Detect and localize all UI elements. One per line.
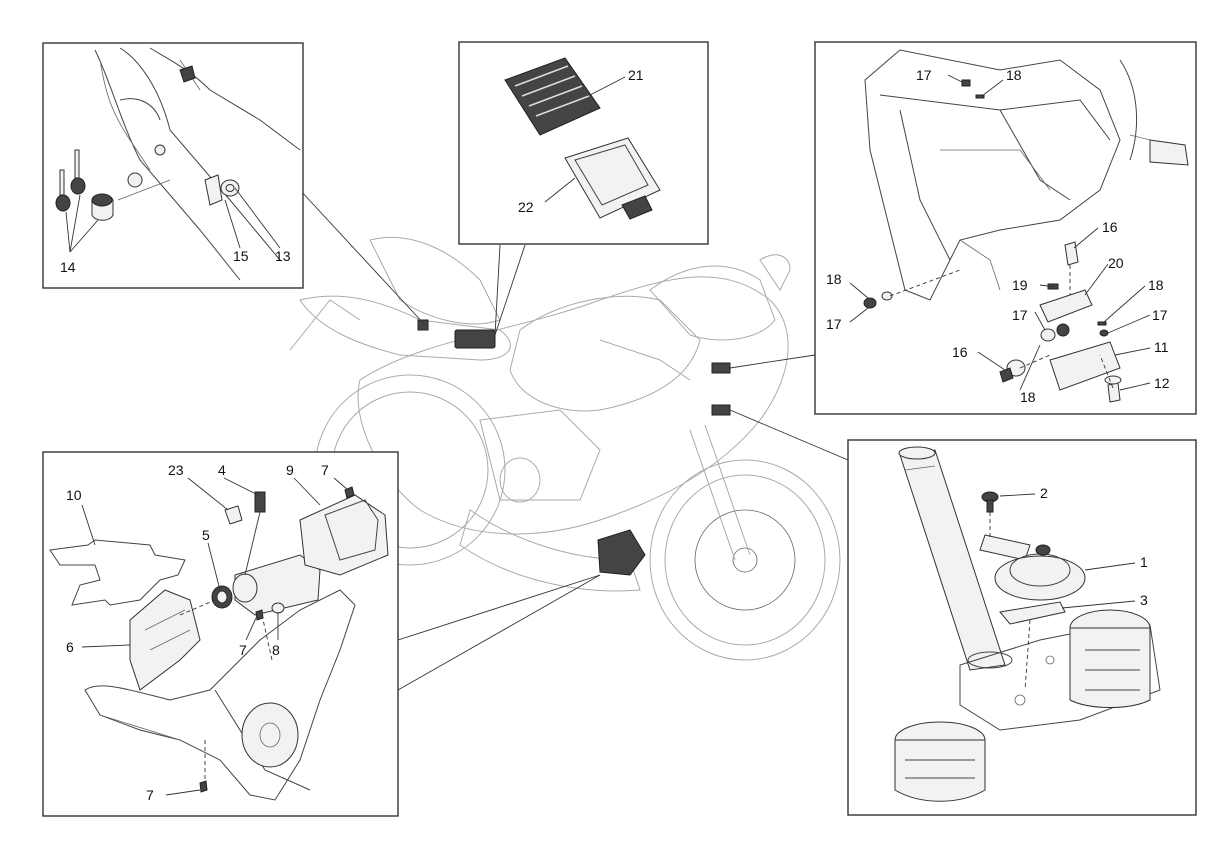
- callout-14: 14: [60, 259, 76, 275]
- callout-9: 9: [286, 462, 294, 478]
- inset-servo-motor: 10 23 4 9 7 5 6 7 8 7: [42, 451, 399, 817]
- inset-horn: 2 1 3: [847, 439, 1197, 816]
- callout-10: 10: [66, 487, 82, 503]
- callout-6: 6: [66, 639, 74, 655]
- callout-3: 3: [1140, 592, 1148, 608]
- callout-21: 21: [628, 67, 644, 83]
- callout-23: 23: [168, 462, 184, 478]
- callout-22: 22: [518, 199, 534, 215]
- callout-7-c: 7: [146, 787, 154, 803]
- callout-17-d: 17: [1012, 307, 1028, 323]
- callout-18-d: 18: [1020, 389, 1036, 405]
- callout-11: 11: [1154, 339, 1169, 355]
- callout-20: 20: [1108, 255, 1124, 271]
- callout-1: 1: [1140, 554, 1148, 570]
- callout-17-c: 17: [826, 316, 842, 332]
- callout-2: 2: [1040, 485, 1048, 501]
- inset-control-unit: 21 22: [458, 41, 709, 245]
- inset-front-bracket: 17 18 16 20 19 18 17 11 12 18 17 17 16 1…: [814, 41, 1197, 415]
- callout-7-a: 7: [321, 462, 329, 478]
- callout-17-a: 17: [916, 67, 932, 83]
- callout-7-b: 7: [239, 642, 247, 658]
- callout-19: 19: [1012, 277, 1028, 293]
- inset-tail-section: 14 15 13: [42, 42, 304, 289]
- callout-15: 15: [233, 248, 249, 264]
- callout-18-b: 18: [1148, 277, 1164, 293]
- callout-17-b: 17: [1152, 307, 1168, 323]
- callout-13: 13: [275, 248, 291, 264]
- callout-16-b: 16: [952, 344, 968, 360]
- callout-5: 5: [202, 527, 210, 543]
- callout-4: 4: [218, 462, 226, 478]
- callout-8: 8: [272, 642, 280, 658]
- callout-12: 12: [1154, 375, 1170, 391]
- callout-18-c: 18: [826, 271, 842, 287]
- motorcycle-overview: [289, 189, 849, 691]
- callout-18-a: 18: [1006, 67, 1022, 83]
- callout-16-a: 16: [1102, 219, 1118, 235]
